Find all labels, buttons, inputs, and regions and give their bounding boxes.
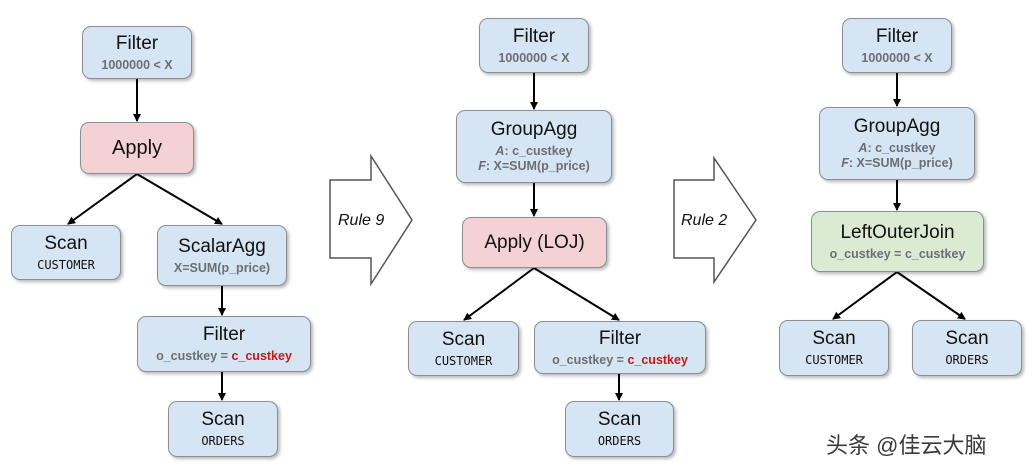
filter2-node-1-title: Filter: [202, 324, 246, 346]
scan-orders-node-3: Scan ORDERS: [912, 320, 1022, 376]
groupagg-node-3-f-value: : X=SUM(p_price): [848, 156, 953, 171]
filter2-node-1: Filter o_custkey = c_custkey: [137, 316, 311, 372]
groupagg-node-2-f-value: : X=SUM(p_price): [485, 159, 590, 174]
filter2-node-2-condition: o_custkey = c_custkey: [552, 353, 688, 367]
leftouterjoin-node-3-title: LeftOuterJoin: [840, 221, 955, 243]
scan-customer-node-1: Scan CUSTOMER: [11, 225, 121, 280]
scan-customer-node-3-title: Scan: [812, 328, 856, 350]
filter-node-2-title: Filter: [512, 25, 556, 47]
filter-node-1-title: Filter: [115, 32, 159, 54]
groupagg-node-3: GroupAgg A: c_custkey F: X=SUM(p_price): [819, 107, 975, 180]
groupagg-node-3-func: F: X=SUM(p_price): [841, 156, 952, 170]
filter-node-2: Filter 1000000 < X: [479, 18, 589, 73]
edge-apply-scan-customer-1: [67, 173, 138, 225]
groupagg-node-2-f-prefix: F: [478, 159, 486, 174]
groupagg-node-3-f-prefix: F: [841, 156, 849, 171]
scan-customer-node-2-table: CUSTOMER: [434, 353, 493, 368]
groupagg-node-2-func: F: X=SUM(p_price): [478, 159, 589, 173]
scan-orders-node-3-title: Scan: [945, 328, 989, 350]
filter2-node-1-cond-right: c_custkey: [231, 349, 292, 364]
filter-node-3-condition: 1000000 < X: [861, 50, 933, 65]
groupagg-node-3-a-prefix: A: [858, 141, 868, 156]
scan-orders-node-1: Scan ORDERS: [168, 401, 278, 457]
scan-orders-node-3-table: ORDERS: [945, 353, 989, 368]
groupagg-node-3-group: A: c_custkey: [858, 141, 935, 155]
filter-node-1: Filter 1000000 < X: [82, 26, 192, 79]
groupagg-node-3-title: GroupAgg: [853, 116, 941, 138]
scan-orders-node-2: Scan ORDERS: [565, 401, 674, 457]
apply-node-1: Apply: [80, 122, 194, 174]
filter2-node-2-cond-left: o_custkey =: [552, 352, 628, 367]
scalaragg-node-1-title: ScalarAgg: [178, 235, 266, 257]
filter-node-2-condition: 1000000 < X: [498, 50, 570, 65]
scalaragg-node-1: ScalarAgg X=SUM(p_price): [157, 225, 287, 286]
scalaragg-node-1-expr: X=SUM(p_price): [173, 260, 271, 275]
groupagg-node-2-group: A: c_custkey: [495, 144, 572, 158]
scan-orders-node-1-title: Scan: [201, 409, 245, 431]
filter2-node-2-title: Filter: [598, 327, 642, 349]
edge-apply-scalaragg-1: [136, 173, 223, 225]
scan-customer-node-2: Scan CUSTOMER: [408, 321, 519, 376]
groupagg-node-2-a-value: : c_custkey: [504, 144, 573, 159]
rule9-label: Rule 9: [338, 212, 385, 229]
scan-customer-node-1-title: Scan: [44, 232, 88, 254]
filter2-node-2: Filter o_custkey = c_custkey: [534, 321, 706, 374]
apply-loj-node-2-title: Apply (LOJ): [484, 231, 585, 253]
edge-join-scan-orders-3: [896, 271, 966, 320]
scan-orders-node-1-table: ORDERS: [201, 434, 245, 449]
scan-customer-node-3-table: CUSTOMER: [805, 353, 863, 368]
apply-loj-node-2: Apply (LOJ): [462, 217, 607, 268]
filter-node-3: Filter 1000000 < X: [842, 18, 952, 73]
rule9-arrow-shape: [329, 153, 413, 287]
groupagg-node-2-a-prefix: A: [495, 144, 505, 159]
groupagg-node-2-title: GroupAgg: [490, 119, 578, 141]
filter2-node-2-cond-right: c_custkey: [627, 352, 688, 367]
edge-apply-filter-2: [533, 267, 620, 321]
scan-orders-node-2-title: Scan: [597, 409, 642, 431]
rule2-arrow-shape: [673, 155, 757, 285]
apply-node-1-title: Apply: [111, 136, 163, 159]
scan-customer-node-3: Scan CUSTOMER: [779, 320, 889, 376]
watermark-text: 头条 @佳云大脑: [826, 433, 987, 458]
edge-apply-scan-customer-2: [463, 267, 535, 321]
filter-node-3-title: Filter: [875, 25, 919, 47]
rule2-label: Rule 2: [681, 212, 728, 229]
edge-join-scan-customer-3: [832, 271, 898, 320]
scan-customer-node-2-title: Scan: [441, 328, 486, 350]
filter2-node-1-cond-left: o_custkey =: [156, 349, 232, 364]
filter2-node-1-condition: o_custkey = c_custkey: [156, 349, 292, 363]
filter-node-1-condition: 1000000 < X: [101, 57, 173, 72]
leftouterjoin-node-3: LeftOuterJoin o_custkey = c_custkey: [811, 211, 984, 272]
groupagg-node-2: GroupAgg A: c_custkey F: X=SUM(p_price): [456, 110, 612, 183]
scan-customer-node-1-table: CUSTOMER: [37, 257, 95, 272]
leftouterjoin-node-3-condition: o_custkey = c_custkey: [829, 246, 966, 261]
groupagg-node-3-a-value: : c_custkey: [867, 141, 936, 156]
scan-orders-node-2-table: ORDERS: [597, 434, 642, 449]
